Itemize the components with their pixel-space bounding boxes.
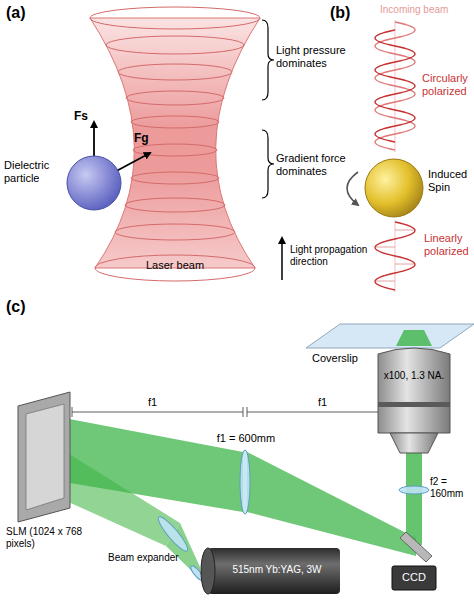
dimension-line xyxy=(72,407,408,417)
lens xyxy=(155,514,191,554)
force-label: Fg xyxy=(134,132,156,146)
panel-letter: (b) xyxy=(330,4,370,22)
node-outline xyxy=(378,346,450,453)
modulated-light xyxy=(406,453,422,545)
beam-label: Laser beam xyxy=(130,259,220,272)
laser-source: 515nm Yb:YAG, 3W xyxy=(200,548,340,594)
beam-wavefronts xyxy=(90,7,260,281)
particle-body xyxy=(365,159,423,217)
laser-beam-hourglass xyxy=(90,18,260,268)
focal-length: f1 xyxy=(148,396,178,409)
force-label: Fs xyxy=(74,110,96,124)
objective-nozzle xyxy=(390,433,438,453)
objective-band xyxy=(378,402,450,407)
svg-part xyxy=(72,412,243,413)
svg-part xyxy=(90,7,260,29)
region-note: Light pressure dominates xyxy=(276,44,356,69)
svg-part xyxy=(376,281,395,282)
svg-part xyxy=(106,36,244,54)
bracket xyxy=(262,130,274,198)
dielectric-particle: Dielectric particle xyxy=(66,155,122,211)
svg-part xyxy=(133,144,217,156)
svg-part xyxy=(125,198,225,212)
svg-part xyxy=(247,407,248,417)
polarization-label: Linearly polarized xyxy=(424,232,474,257)
mirror xyxy=(400,532,432,562)
polarization-label: Circularly polarized xyxy=(422,72,474,97)
modulated-light xyxy=(247,452,416,556)
objective-body xyxy=(378,348,450,433)
part-label: Coverslip xyxy=(312,352,376,365)
focused-light xyxy=(396,330,432,346)
node-outline xyxy=(14,392,74,522)
circular-wave xyxy=(375,30,415,142)
svg-part xyxy=(395,264,414,265)
objective-spec: x100, 1.3 NA. xyxy=(380,370,448,382)
circular-wave xyxy=(375,22,415,150)
part-label: Beam expander xyxy=(108,552,180,564)
svg-part xyxy=(72,407,73,417)
node-outline xyxy=(364,158,424,218)
particle-label: Dielectric particle xyxy=(4,159,68,184)
svg-part xyxy=(243,407,244,417)
focal-length: f1 = 600mm xyxy=(206,432,286,445)
device-label: 515nm Yb:YAG, 3W xyxy=(216,564,338,576)
particle-label: Induced Spin xyxy=(428,168,474,193)
panel-letter: (c) xyxy=(6,298,46,316)
focal-length: f1 xyxy=(318,396,348,409)
trapped-particle: Induced Spin xyxy=(364,158,424,218)
lens xyxy=(240,450,250,514)
svg-part xyxy=(115,224,235,240)
slm-screen xyxy=(26,404,64,510)
svg-part xyxy=(131,116,219,128)
laser-body xyxy=(208,548,340,594)
svg-part xyxy=(395,230,414,231)
direction-note: Light propagation direction xyxy=(290,244,374,267)
node-outline xyxy=(66,155,122,211)
svg-part xyxy=(118,64,232,80)
particle-body xyxy=(67,156,121,210)
laser-aperture xyxy=(201,548,215,594)
device-label: SLM (1024 x 768 pixels) xyxy=(6,526,101,549)
propagation-arrow xyxy=(281,238,283,280)
slm-frame xyxy=(18,392,70,522)
region-note: Gradient force dominates xyxy=(276,152,356,177)
focal-length: f2 = 160mm xyxy=(430,476,474,499)
svg-part xyxy=(131,172,219,184)
spin-arrow xyxy=(347,172,358,205)
device-label: CCD xyxy=(392,571,436,584)
microscope-objective: x100, 1.3 NA. xyxy=(378,346,450,453)
linear-wave xyxy=(375,222,415,290)
lens xyxy=(399,486,429,494)
modulated-light xyxy=(64,418,243,512)
svg-part xyxy=(95,255,255,281)
wave-hatch xyxy=(376,230,414,281)
svg-part xyxy=(126,91,224,105)
ccd-body xyxy=(392,566,436,590)
beam-label: Incoming beam xyxy=(380,4,470,16)
ccd-camera: CCD xyxy=(392,566,436,590)
svg-part xyxy=(376,247,395,248)
spatial-light-modulator: SLM (1024 x 768 pixels) xyxy=(14,392,74,522)
coverslip xyxy=(306,324,474,348)
bracket xyxy=(262,20,274,100)
panel-letter: (a) xyxy=(6,4,46,22)
